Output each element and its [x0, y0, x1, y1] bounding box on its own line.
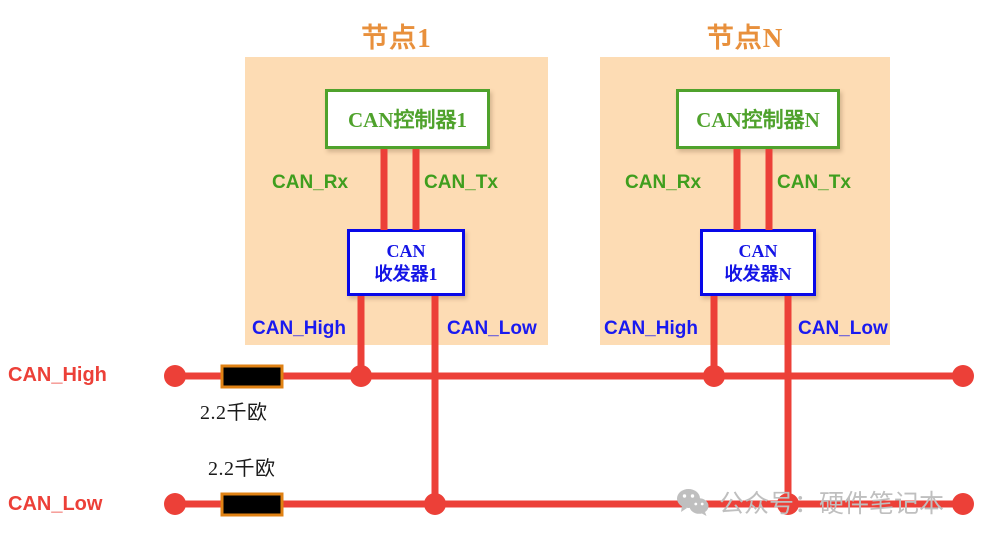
node-title-1: 节点1	[361, 23, 432, 53]
junction-dots	[164, 365, 974, 515]
node-title-n: 节点N	[706, 23, 784, 53]
transceiver-1-line1: CAN	[386, 241, 426, 261]
junction-nodeN-high	[703, 365, 725, 387]
node-n-tx-label: CAN_Tx	[777, 172, 851, 193]
bus-endpoint-low-left	[164, 493, 186, 515]
transceiver-n-line2: 收发器N	[724, 263, 792, 284]
transceiver-1-line2: 收发器1	[374, 263, 438, 284]
node-1-tx-label: CAN_Tx	[424, 172, 498, 193]
node-1-low-label: CAN_Low	[447, 318, 537, 339]
bus-endpoint-high-left	[164, 365, 186, 387]
bus-endpoint-high-right	[952, 365, 974, 387]
can-controller-n: CAN控制器N	[676, 89, 840, 149]
can-transceiver-n: CAN 收发器N	[700, 229, 816, 296]
terminating-resistor-low	[220, 492, 284, 517]
resistor-value-high: 2.2千欧	[200, 402, 268, 424]
resistor-group	[220, 364, 284, 517]
can-transceiver-1: CAN 收发器1	[347, 229, 465, 296]
bus-label-can-high: CAN_High	[8, 364, 107, 386]
junction-node1-high	[350, 365, 372, 387]
can-controller-1: CAN控制器1	[325, 89, 490, 149]
transceiver-n-line1: CAN	[738, 241, 778, 261]
bus-endpoint-low-right	[952, 493, 974, 515]
bus-label-can-low: CAN_Low	[8, 493, 103, 515]
node-n-rx-label: CAN_Rx	[625, 172, 702, 193]
node-1-rx-label: CAN_Rx	[272, 172, 349, 193]
node-n-high-label: CAN_High	[604, 318, 698, 339]
node-1-high-label: CAN_High	[252, 318, 346, 339]
terminating-resistor-high	[220, 364, 284, 389]
resistor-value-low: 2.2千欧	[208, 458, 276, 480]
junction-nodeN-low	[777, 493, 799, 515]
junction-node1-low	[424, 493, 446, 515]
node-n-low-label: CAN_Low	[798, 318, 888, 339]
